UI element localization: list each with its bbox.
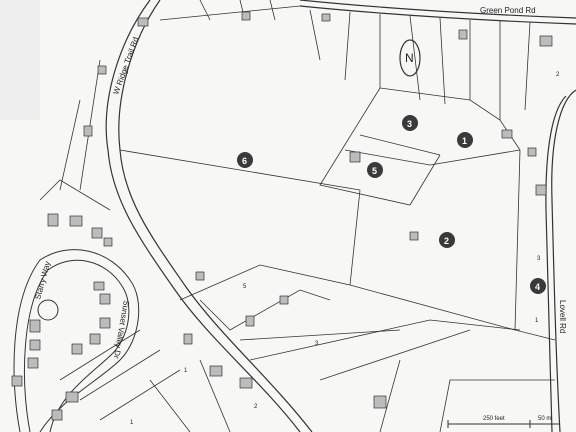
green-pond-road-label: Green Pond Rd <box>480 6 536 15</box>
parcel-label-2: 2 <box>444 236 449 246</box>
lot-number: 5 <box>243 284 247 290</box>
north-arrow: N <box>399 39 421 77</box>
parcel-lines <box>39 0 556 432</box>
lot-number: 1 <box>184 368 188 374</box>
building-footprints <box>11 11 553 421</box>
w-ridge-trail-road-label: W Ridge Trail Rd <box>111 36 140 96</box>
parcel-marker-3[interactable]: 3 <box>402 115 418 131</box>
lot-number: 3 <box>537 256 541 262</box>
parcel-marker-2[interactable]: 2 <box>439 232 455 248</box>
parcel-marker-4[interactable]: 4 <box>530 278 546 294</box>
parcel-label-6: 6 <box>242 156 247 166</box>
parcel-label-1: 1 <box>462 136 467 146</box>
lot-number: 1 <box>130 420 134 426</box>
lovell-road <box>545 89 576 432</box>
lovell-road-label: Lovell Rd <box>558 300 567 333</box>
scale-meters-label: 50 m <box>538 416 551 422</box>
sunset-valley-road <box>13 249 140 432</box>
parcel-marker-1[interactable]: 1 <box>457 132 473 148</box>
parcel-marker-5[interactable]: 5 <box>367 162 383 178</box>
parcel-label-5: 5 <box>372 166 377 176</box>
w-ridge-trail-road <box>105 0 313 432</box>
lot-number: 2 <box>254 404 258 410</box>
parcel-marker-6[interactable]: 6 <box>237 152 253 168</box>
terrain-shading <box>0 0 40 120</box>
parcel-label-4: 4 <box>535 282 540 292</box>
parcel-label-3: 3 <box>407 119 412 129</box>
scale-feet-label: 250 feet <box>483 416 505 422</box>
green-pond-road <box>299 0 576 25</box>
lot-number: 1 <box>535 318 539 324</box>
north-arrow-label: N <box>405 51 414 65</box>
lot-number: 2 <box>556 72 560 78</box>
lot-number: 3 <box>315 341 319 347</box>
scale-bar: 250 feet 50 m <box>447 416 560 428</box>
